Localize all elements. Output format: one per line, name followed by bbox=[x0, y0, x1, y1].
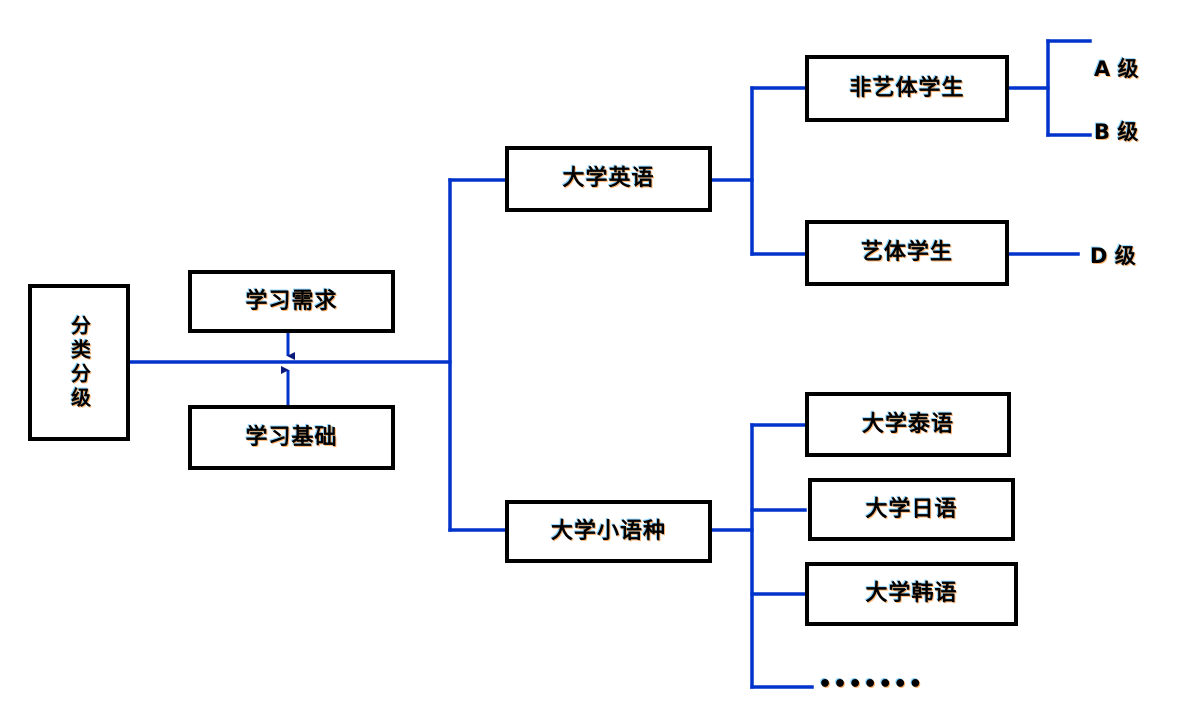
node-college-japanese-label: 大学日语 bbox=[865, 496, 958, 522]
label-minor-languages-ellipsis: ••••••• bbox=[818, 672, 924, 697]
node-college-korean-label: 大学韩语 bbox=[865, 581, 958, 607]
node-learning-base[interactable]: 学习基础 bbox=[188, 405, 395, 470]
node-non-art-sports-students[interactable]: 非艺体学生 bbox=[805, 55, 1009, 122]
node-art-sports-students[interactable]: 艺体学生 bbox=[805, 220, 1009, 286]
node-college-korean[interactable]: 大学韩语 bbox=[805, 562, 1018, 626]
node-non-art-sports-students-label: 非艺体学生 bbox=[849, 75, 965, 101]
node-learning-base-label: 学习基础 bbox=[245, 424, 338, 450]
label-grade-d: D 级 bbox=[1090, 244, 1136, 268]
node-learning-need-label: 学习需求 bbox=[245, 288, 338, 314]
node-root-classification[interactable]: 分类分级 bbox=[28, 284, 130, 441]
node-college-minor-languages-label: 大学小语种 bbox=[550, 518, 666, 544]
label-grade-a: A 级 bbox=[1094, 57, 1139, 81]
node-college-thai[interactable]: 大学泰语 bbox=[805, 392, 1011, 457]
node-art-sports-students-label: 艺体学生 bbox=[860, 240, 953, 266]
node-college-japanese[interactable]: 大学日语 bbox=[808, 478, 1015, 541]
node-college-minor-languages[interactable]: 大学小语种 bbox=[505, 500, 712, 563]
node-learning-need[interactable]: 学习需求 bbox=[188, 270, 395, 333]
node-college-english-label: 大学英语 bbox=[562, 166, 655, 192]
node-root-label: 分类分级 bbox=[67, 314, 92, 411]
node-college-english[interactable]: 大学英语 bbox=[505, 146, 712, 212]
node-college-thai-label: 大学泰语 bbox=[861, 411, 954, 437]
label-grade-b: B 级 bbox=[1094, 120, 1139, 144]
